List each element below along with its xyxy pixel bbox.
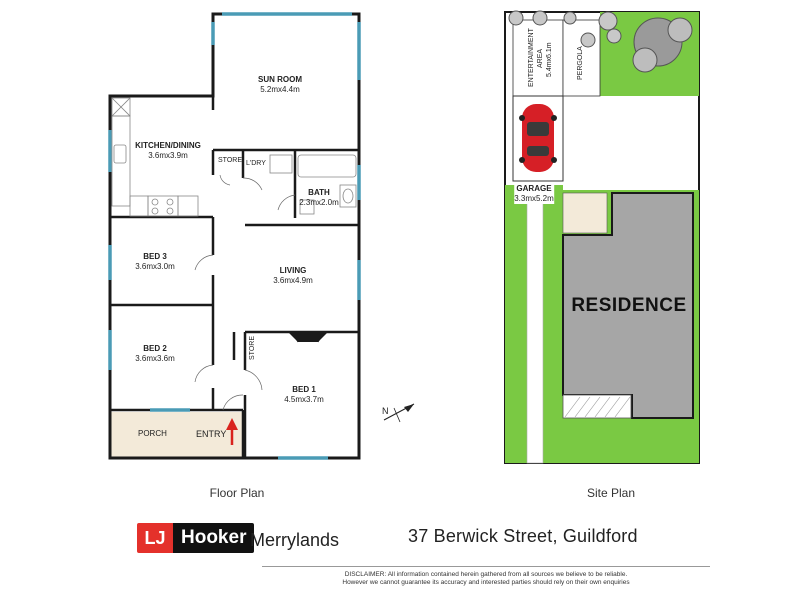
fireplace-hearth [291,331,325,343]
lj-hooker-logo: LJ Hooker [137,523,255,553]
entertainment-line2: AREA [537,48,544,68]
room-name: LIVING [279,266,307,275]
wet-area-fixtures [269,154,357,215]
floor-plan [108,12,361,460]
fireplace [288,332,328,342]
room-dims: 2.3mx2.0m [299,198,339,207]
room-store-top: STORE [218,157,242,164]
windows [108,12,361,460]
small-porch [562,192,608,234]
room-store-mid: STORE [249,336,256,360]
room-sun-room: SUN ROOM 5.2mx4.4m [258,75,302,95]
room-dims: 3.6mx3.9m [148,151,188,160]
site-plan [504,10,700,464]
driveway [526,184,544,464]
room-porch: PORCH [138,429,167,438]
north-arrow-icon: N [382,403,415,423]
property-address: 37 Berwick Street, Guildford [408,526,638,546]
porch-area [110,412,243,458]
logo-wordmark: Hooker [173,523,255,553]
room-dims: 3.6mx3.6m [135,354,175,363]
room-name: SUN ROOM [258,75,302,84]
disclaimer: DISCLAIMER: All information contained he… [262,571,710,587]
entry-arrow-icon [226,418,238,445]
room-name: KITCHEN/DINING [135,141,201,150]
residence-footprint [562,192,694,419]
label-residence: RESIDENCE [571,295,687,316]
entertainment-line1: ENTERTAINMENT [528,28,535,88]
pergola-area [562,19,601,97]
rear-deck [562,394,632,419]
office-name: Merrylands [250,530,340,550]
car-icon [519,104,557,172]
disclaimer-line-1: DISCLAIMER: All information contained he… [344,571,628,578]
site-plan-caption: Site Plan [586,486,636,500]
label-entertainment-dims: 5.4mx6.1m [546,42,553,78]
label-pergola: PERGOLA [577,46,584,80]
lawn-left [505,185,527,463]
room-entry: ENTRY [196,429,227,439]
label-garage: GARAGE 3.3mx5.2m [514,184,554,204]
room-bed-2: BED 2 3.6mx3.6m [135,344,175,364]
room-bath: BATH 2.3mx2.0m [299,188,339,208]
room-bed-3: BED 3 3.6mx3.0m [135,252,175,272]
room-dims: 3.6mx3.0m [135,262,175,271]
disclaimer-line-2: However we cannot guarantee its accuracy… [342,579,630,586]
room-name: BED 3 [143,252,167,261]
room-dims: 5.2mx4.4m [260,85,300,94]
room-name: BATH [308,188,330,197]
room-dims: 3.6mx4.9m [273,276,313,285]
garage-dims: 3.3mx5.2m [514,194,554,203]
garage-name: GARAGE [516,184,552,193]
room-laundry: L'DRY [246,160,266,167]
room-dims: 4.5mx3.7m [284,395,324,404]
footer-divider [262,566,710,567]
room-living: LIVING 3.6mx4.9m [273,266,313,286]
tree-icons [508,10,693,73]
door-swings [194,174,296,411]
room-name: BED 1 [292,385,316,394]
room-bed-1: BED 1 4.5mx3.7m [284,385,324,405]
room-name: BED 2 [143,344,167,353]
north-label: N [382,406,389,416]
deck-hatching [564,396,631,418]
room-kitchen-dining: KITCHEN/DINING 3.6mx3.9m [135,141,201,161]
kitchen-fixtures [111,97,199,217]
floor-plan-caption: Floor Plan [209,486,265,500]
logo-mark: LJ [137,523,173,553]
